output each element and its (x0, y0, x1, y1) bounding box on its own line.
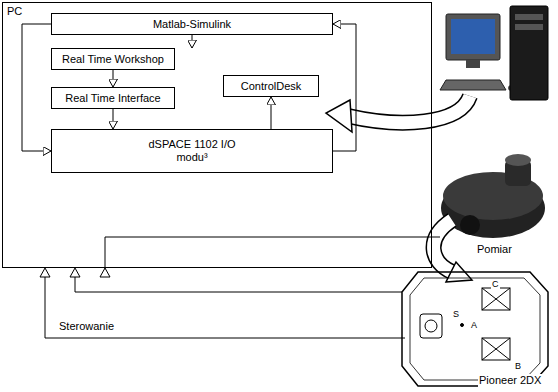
frame-title: PC (7, 5, 22, 18)
monitor-stand (466, 60, 480, 68)
control-wire (45, 276, 405, 338)
motor (482, 338, 510, 360)
box-label: Real Time Workshop (62, 53, 164, 66)
arrow-fill (348, 96, 470, 123)
arrow-outline (348, 96, 470, 123)
motor (482, 288, 510, 310)
box-label: Matlab-Simulink (153, 18, 231, 31)
part-name: Pioneer 2DX (478, 374, 542, 387)
measurement-wire (105, 237, 440, 276)
arrow-outline (434, 220, 452, 272)
box-label: Real Time Interface (65, 92, 160, 105)
arrow-head (100, 268, 110, 277)
screen (451, 19, 495, 54)
signal-label: Pomiar (476, 243, 513, 256)
io-module-box: dSPACE 1102 I/O modu³ (51, 129, 333, 173)
robot-photo (441, 154, 545, 238)
signal-arrow (113, 109, 114, 129)
caster (420, 314, 442, 338)
schematic-inner (410, 278, 540, 380)
computer-frame: PC Matlab-SimulinkReal Time WorkshopReal … (2, 2, 432, 268)
signal-arrow (113, 70, 114, 87)
part-letter: S (452, 309, 460, 319)
part-letter: B (514, 361, 522, 371)
keyboard (440, 80, 506, 90)
motor-cross (482, 288, 510, 310)
tower (510, 6, 548, 100)
measurement-wire (75, 276, 402, 292)
signal-arrow (333, 24, 356, 151)
dot (461, 324, 464, 327)
process-box: Real Time Interface (51, 87, 175, 109)
computer-picture (440, 6, 548, 100)
drive-bay (515, 24, 543, 30)
schematic-outline (402, 272, 548, 386)
drive-bay (515, 14, 543, 20)
part-letter: C (491, 279, 500, 289)
caster-wheel (425, 320, 437, 332)
wheel (460, 215, 480, 235)
robot-schematic (402, 272, 548, 386)
box-label: dSPACE 1102 I/O modu³ (146, 138, 238, 164)
signal-arrow (22, 24, 51, 151)
box-label: ControlDesk (241, 80, 302, 93)
process-box: Real Time Workshop (51, 48, 175, 70)
robot-gripper-top (505, 154, 531, 166)
arrow-head (70, 268, 80, 277)
process-box: Matlab-Simulink (51, 13, 333, 35)
motor-cross (482, 338, 510, 360)
arrow-fill (434, 220, 452, 272)
part-letter: A (470, 320, 478, 330)
arrow-head (40, 268, 50, 277)
monitor (446, 14, 500, 60)
curved-arrow (326, 96, 470, 132)
signal-label: Sterowanie (58, 320, 115, 333)
wires (40, 237, 440, 338)
process-box: ControlDesk (223, 75, 319, 97)
arrow-head (326, 100, 352, 132)
signal-arrow (192, 35, 193, 48)
signal-arrow (271, 97, 272, 129)
